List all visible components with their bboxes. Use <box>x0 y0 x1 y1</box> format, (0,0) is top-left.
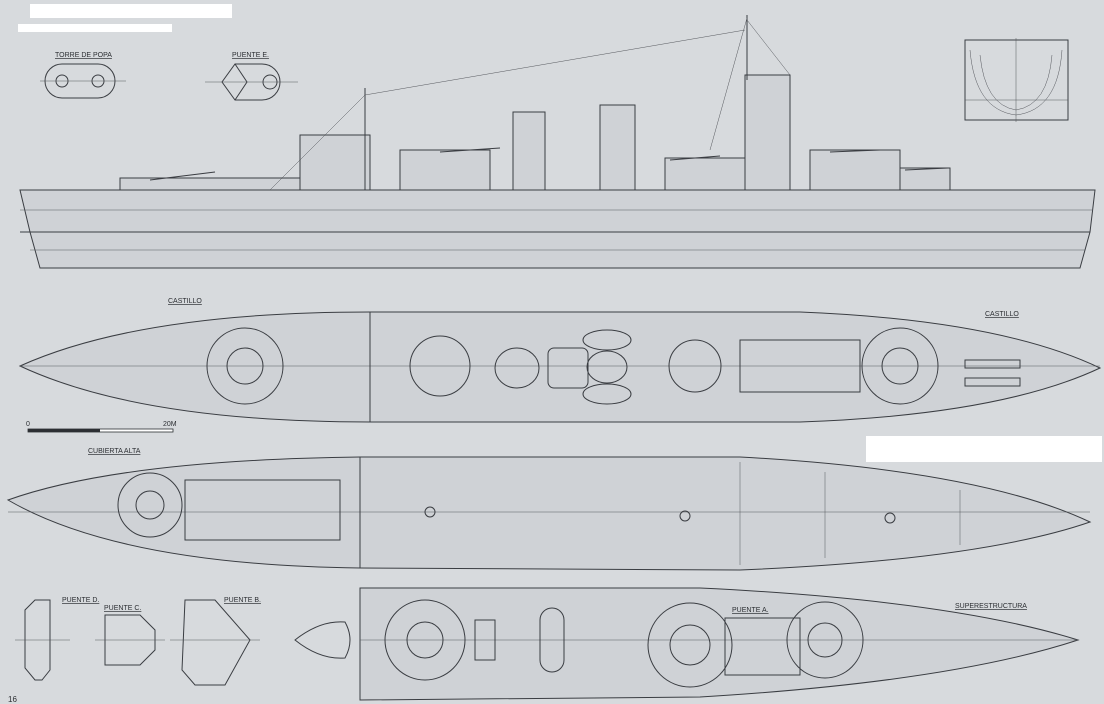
castillo-label-left: CASTILLO <box>168 298 202 305</box>
superestructura-label: SUPERESTRUCTURA <box>955 603 1027 610</box>
puente-c-label: PUENTE C. <box>104 605 141 612</box>
profile-view <box>19 15 1096 269</box>
puente-a-label: PUENTE A. <box>732 607 769 614</box>
castillo-plan-view: CASTILLO CASTILLO <box>18 298 1102 423</box>
castillo-label-right: CASTILLO <box>985 311 1019 318</box>
cubierta-alta-label: CUBIERTA ALTA <box>88 448 141 455</box>
puente-d-label: PUENTE D. <box>62 597 99 604</box>
puente-e-label: PUENTE E. <box>232 52 269 59</box>
redaction-box <box>18 24 172 32</box>
body-plan-view <box>964 38 1069 122</box>
puente-b-label: PUENTE B. <box>224 597 261 604</box>
redaction-box <box>866 436 1102 462</box>
torre-de-popa-label: TORRE DE POPA <box>55 52 112 59</box>
puente-e-view: PUENTE E. <box>205 52 298 101</box>
cubierta-alta-plan-view: CUBIERTA ALTA <box>6 448 1092 571</box>
scale-zero-label: 0 <box>26 421 30 428</box>
puente-c-view: PUENTE C. <box>95 605 165 666</box>
page-number: 16 <box>8 695 17 704</box>
puente-d-view: PUENTE D. <box>15 597 99 681</box>
torre-de-popa-view: TORRE DE POPA <box>40 52 126 99</box>
superestructura-plan-view: PUENTE A. SUPERESTRUCTURA <box>359 587 1080 701</box>
small-deckhouse-view <box>294 621 351 659</box>
scale-twenty-label: 20M <box>163 421 177 428</box>
scale-bar: 0 20M <box>26 421 177 433</box>
puente-b-view: PUENTE B. <box>170 597 261 686</box>
redaction-box <box>30 4 232 18</box>
